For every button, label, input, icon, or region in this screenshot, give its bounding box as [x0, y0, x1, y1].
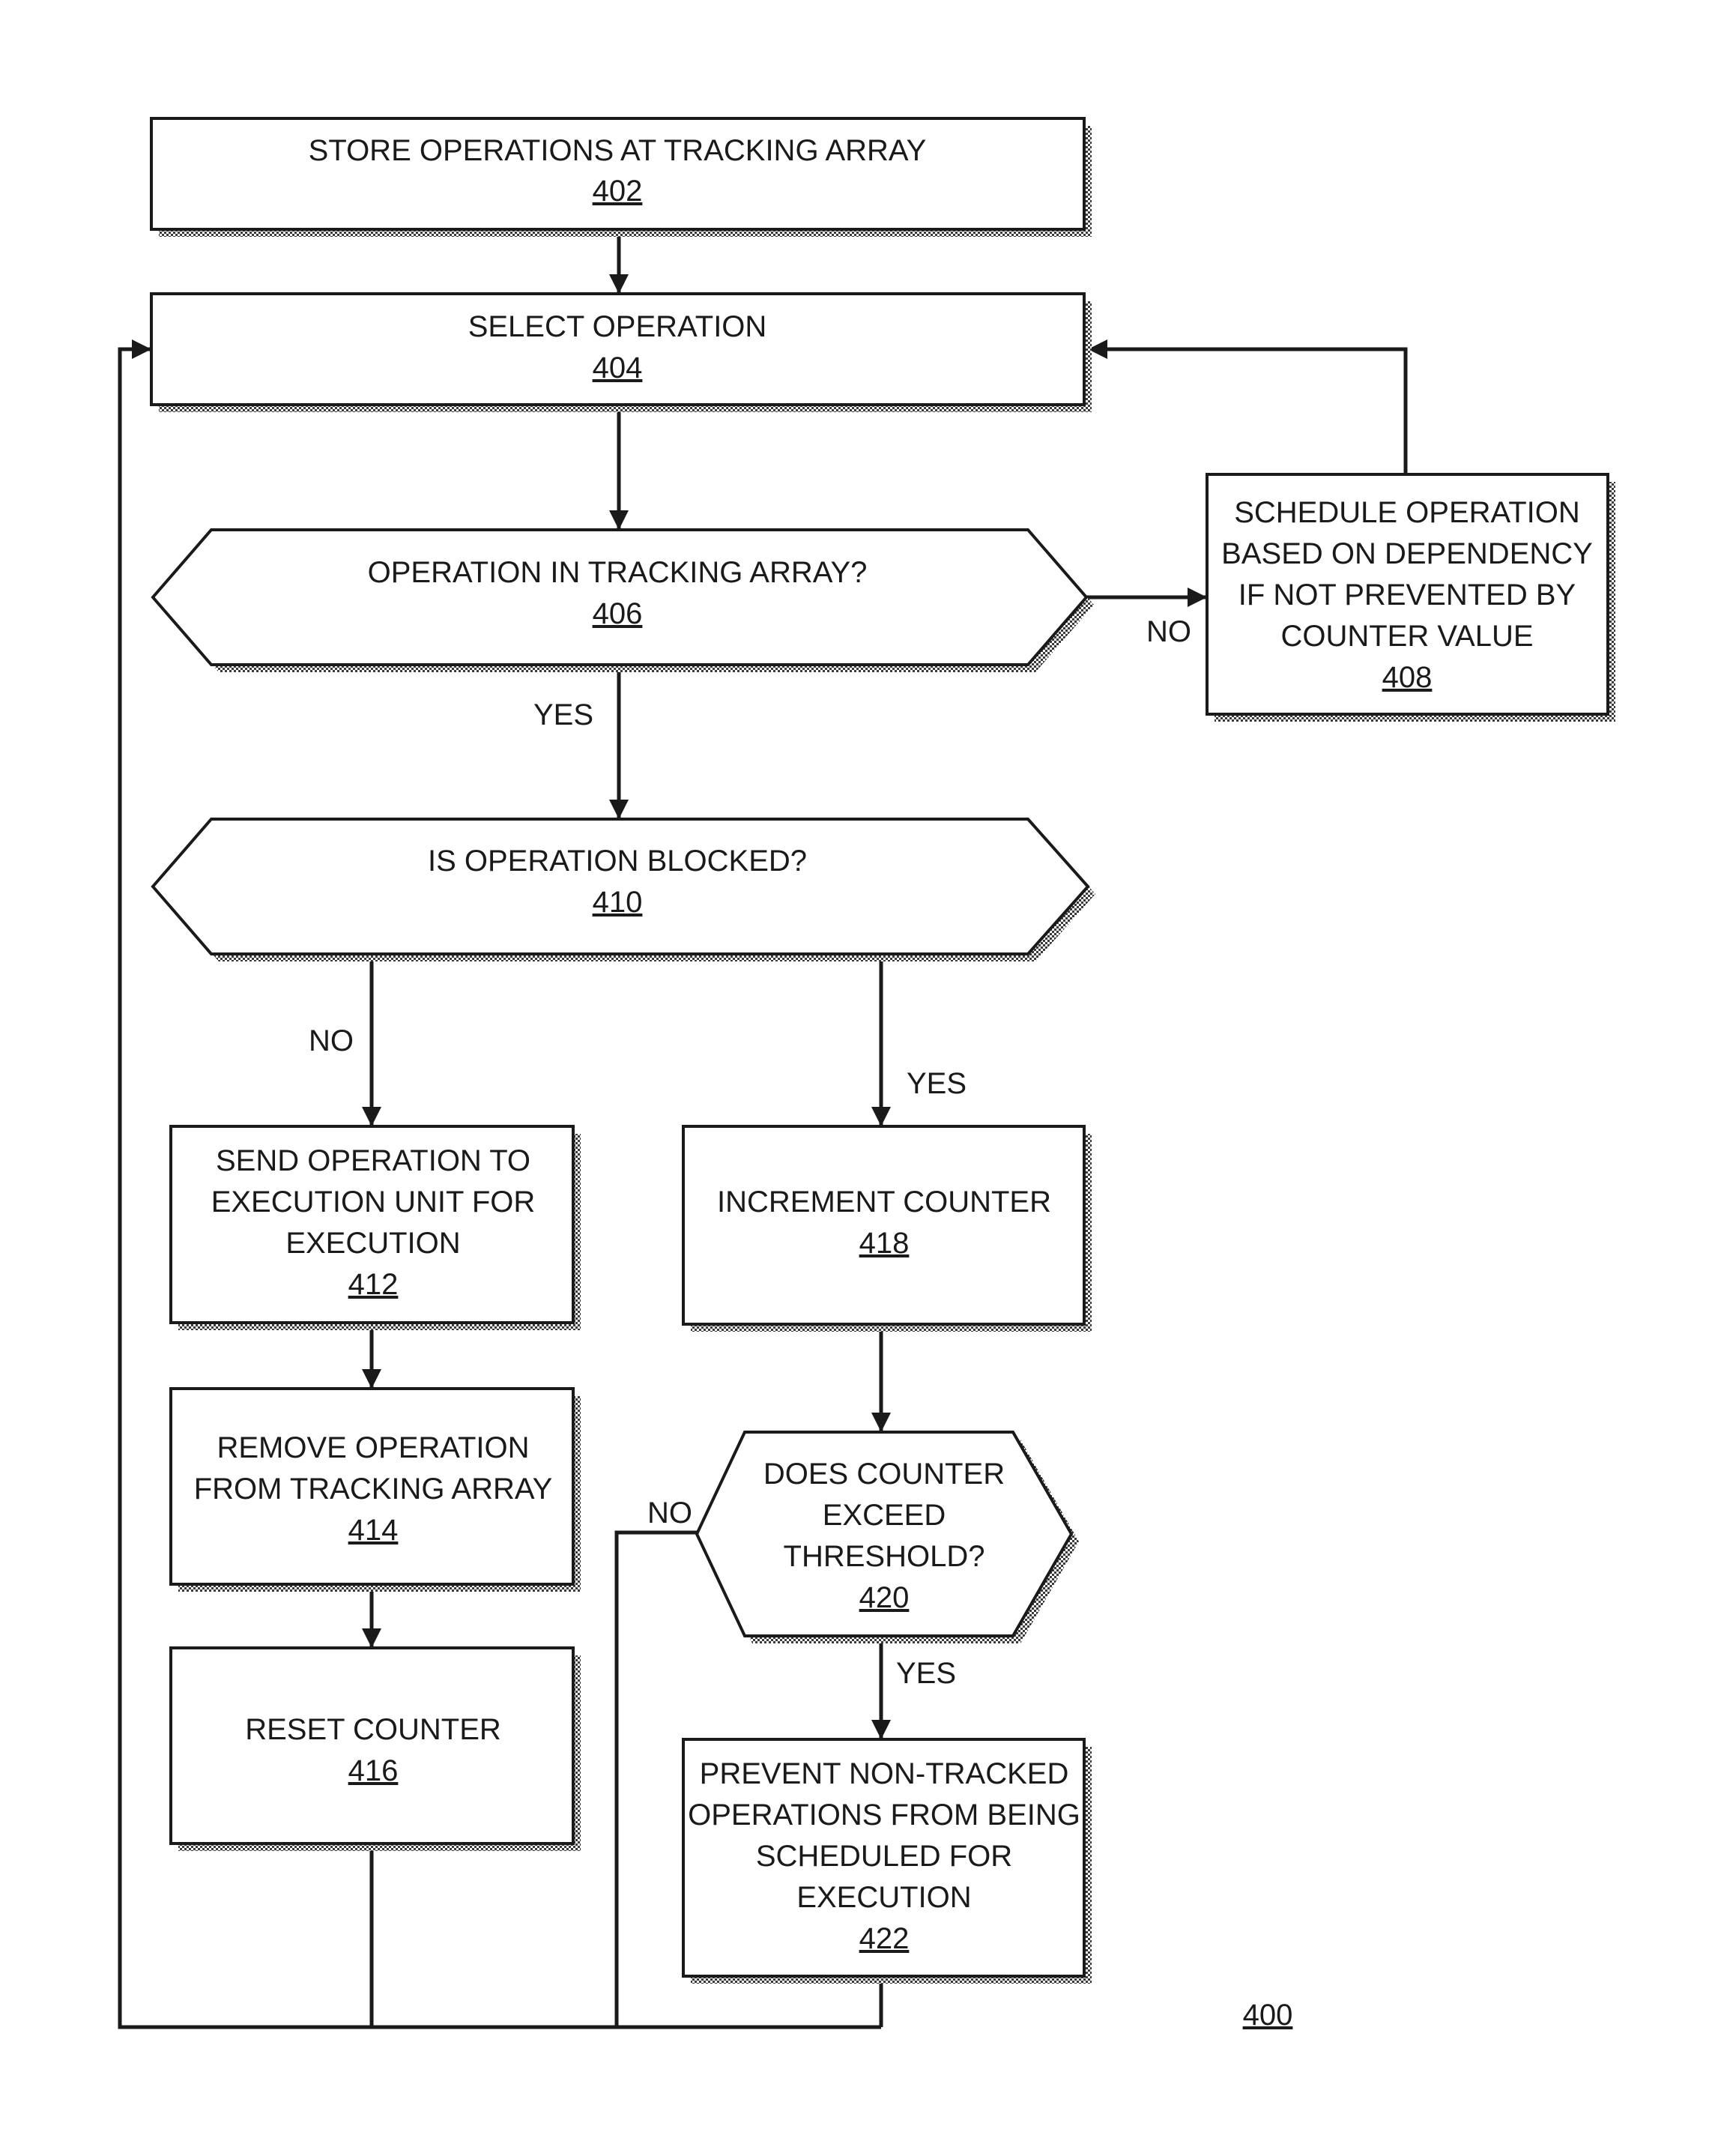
node-422: PREVENT NON-TRACKED OPERATIONS FROM BEIN…: [683, 1739, 1092, 1984]
node-422-line-4: EXECUTION: [796, 1881, 971, 1914]
decision-406-ref: 406: [593, 597, 643, 630]
node-414-line-2: FROM TRACKING ARRAY: [194, 1473, 553, 1506]
node-412-line-3: EXECUTION: [285, 1227, 460, 1260]
node-404: SELECT OPERATION 404: [151, 294, 1092, 412]
decision-410-ref: 410: [593, 886, 643, 919]
node-402: STORE OPERATIONS AT TRACKING ARRAY 402: [151, 118, 1092, 237]
node-408-line-1: SCHEDULE OPERATION: [1234, 496, 1580, 529]
decision-406: OPERATION IN TRACKING ARRAY? 406: [153, 530, 1094, 672]
node-402-ref: 402: [593, 175, 643, 208]
node-414: REMOVE OPERATION FROM TRACKING ARRAY 414: [171, 1389, 581, 1592]
node-416: RESET COUNTER 416: [171, 1648, 581, 1851]
node-422-line-1: PREVENT NON-TRACKED: [700, 1757, 1069, 1790]
node-408: SCHEDULE OPERATION BASED ON DEPENDENCY I…: [1207, 474, 1615, 722]
node-404-ref: 404: [593, 351, 643, 384]
node-412-line-2: EXECUTION UNIT FOR: [211, 1186, 536, 1219]
node-418: INCREMENT COUNTER 418: [683, 1126, 1092, 1332]
decision-410: IS OPERATION BLOCKED? 410: [153, 819, 1095, 961]
node-412: SEND OPERATION TO EXECUTION UNIT FOR EXE…: [171, 1126, 581, 1330]
node-422-ref: 422: [859, 1922, 910, 1955]
node-412-line-1: SEND OPERATION TO: [216, 1144, 530, 1177]
node-416-line-1: RESET COUNTER: [245, 1713, 501, 1746]
node-418-line-1: INCREMENT COUNTER: [717, 1186, 1051, 1219]
decision-420-ref: 420: [859, 1581, 910, 1614]
node-402-line-1: STORE OPERATIONS AT TRACKING ARRAY: [309, 134, 927, 167]
edge-408-404: [1088, 349, 1406, 474]
node-422-line-3: SCHEDULED FOR: [756, 1840, 1012, 1873]
node-422-line-2: OPERATIONS FROM BEING: [688, 1799, 1080, 1832]
node-408-line-4: COUNTER VALUE: [1280, 620, 1533, 653]
edge-label-420-no: NO: [647, 1497, 692, 1530]
node-414-line-1: REMOVE OPERATION: [217, 1431, 529, 1464]
decision-420-line-3: THRESHOLD?: [784, 1540, 985, 1573]
decision-420-line-1: DOES COUNTER: [763, 1458, 1005, 1491]
decision-410-line-1: IS OPERATION BLOCKED?: [428, 845, 807, 878]
node-416-ref: 416: [348, 1754, 399, 1787]
edge-label-410-yes: YES: [907, 1067, 967, 1100]
node-408-line-3: IF NOT PREVENTED BY: [1238, 579, 1576, 612]
edge-label-406-no: NO: [1146, 615, 1191, 648]
node-418-ref: 418: [859, 1227, 910, 1260]
node-408-ref: 408: [1382, 661, 1433, 694]
node-408-line-2: BASED ON DEPENDENCY: [1221, 537, 1593, 570]
node-404-line-1: SELECT OPERATION: [468, 310, 767, 343]
decision-420-line-2: EXCEED: [823, 1499, 946, 1532]
edge-label-420-yes: YES: [896, 1657, 956, 1690]
node-412-ref: 412: [348, 1268, 399, 1301]
decision-406-line-1: OPERATION IN TRACKING ARRAY?: [368, 556, 868, 589]
figure-label: 400: [1243, 1999, 1293, 2032]
node-414-ref: 414: [348, 1514, 399, 1547]
decision-420: DOES COUNTER EXCEED THRESHOLD? 420: [697, 1432, 1079, 1643]
edge-label-406-yes: YES: [533, 698, 593, 731]
edge-label-410-no: NO: [309, 1024, 354, 1057]
